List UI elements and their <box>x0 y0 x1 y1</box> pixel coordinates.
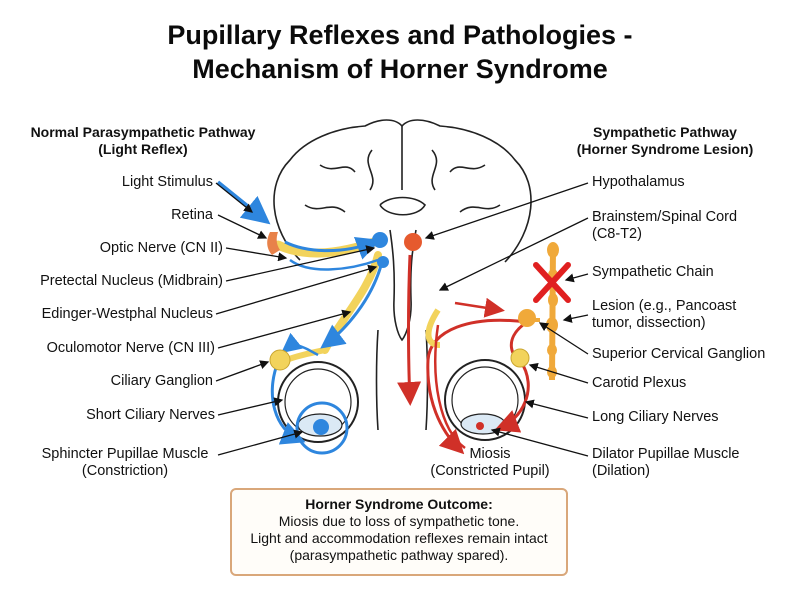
brain-outline <box>273 119 532 431</box>
label-miosis: Miosis (Constricted Pupil) <box>410 446 570 480</box>
sympathetic-pathway <box>397 233 536 455</box>
label-oculomotor-nerve: Oculomotor Nerve (CN III) <box>46 340 215 356</box>
label-dilator-pupillae: Dilator Pupillae Muscle (Dilation) <box>592 446 782 480</box>
right-eye <box>444 359 526 441</box>
label-sphincter-pupillae: Sphincter Pupillae Muscle (Constriction) <box>35 446 215 480</box>
ciliary-ganglion-right <box>510 348 530 368</box>
label-miosis-line-2: (Constricted Pupil) <box>430 463 550 479</box>
label-sympathetic-chain: Sympathetic Chain <box>592 264 714 280</box>
label-light-stimulus: Light Stimulus <box>121 174 213 190</box>
label-lesion-line-1: Lesion (e.g., Pancoast <box>592 298 737 314</box>
parasympathetic-pathway <box>216 180 389 445</box>
label-miosis-line-1: Miosis <box>469 446 511 462</box>
label-lesion-line-2: tumor, dissection) <box>592 315 706 331</box>
pretectal-nucleus-dot <box>372 232 388 248</box>
outcome-line-2: Light and accommodation reflexes remain … <box>250 530 548 546</box>
outcome-heading: Horner Syndrome Outcome: <box>305 496 493 512</box>
label-pretectal-nucleus: Pretectal Nucleus (Midbrain) <box>40 273 223 289</box>
label-optic-nerve: Optic Nerve (CN II) <box>99 240 223 256</box>
left-section-header: Normal Parasympathetic Pathway (Light Re… <box>18 124 268 158</box>
right-section-header: Sympathetic Pathway (Horner Syndrome Les… <box>560 124 770 158</box>
label-dilator-line-1: Dilator Pupillae Muscle <box>592 446 740 462</box>
label-sphincter-line-2: (Constriction) <box>81 463 169 479</box>
title-line-2: Mechanism of Horner Syndrome <box>192 54 608 84</box>
right-header-line-2: (Horner Syndrome Lesion) <box>576 141 754 157</box>
outcome-line-1: Miosis due to loss of sympathetic tone. <box>278 513 520 529</box>
label-brainstem-line-1: Brainstem/Spinal Cord <box>592 209 738 225</box>
label-lesion: Lesion (e.g., Pancoast tumor, dissection… <box>592 298 782 332</box>
label-sphincter-line-1: Sphincter Pupillae Muscle <box>41 446 209 462</box>
label-retina: Retina <box>171 207 213 223</box>
left-header-line-1: Normal Parasympathetic Pathway <box>30 124 256 140</box>
left-leader-lines <box>215 182 378 456</box>
left-header-line-2: (Light Reflex) <box>98 141 188 157</box>
label-superior-cervical-ganglion: Superior Cervical Ganglion <box>592 346 766 362</box>
outcome-box: Horner Syndrome Outcome: Miosis due to l… <box>230 488 568 576</box>
right-header-line-1: Sympathetic Pathway <box>593 124 737 140</box>
ciliary-ganglion-left <box>269 349 291 371</box>
hypothalamus-dot <box>404 233 422 251</box>
label-ciliary-ganglion: Ciliary Ganglion <box>110 373 213 389</box>
label-hypothalamus: Hypothalamus <box>592 174 685 190</box>
light-stimulus-arrow <box>216 180 271 225</box>
left-eye <box>277 361 359 455</box>
label-dilator-line-2: (Dilation) <box>592 463 651 479</box>
x-mark-icon <box>533 262 571 303</box>
label-edinger-westphal: Edinger-Westphal Nucleus <box>41 306 213 322</box>
right-leader-lines <box>424 182 589 457</box>
retina-marker <box>267 232 280 255</box>
outcome-line-3: (parasympathetic pathway spared). <box>289 547 509 563</box>
label-brainstem-spinal-cord: Brainstem/Spinal Cord (C8-T2) <box>592 209 782 243</box>
label-short-ciliary-nerves: Short Ciliary Nerves <box>86 407 215 423</box>
label-brainstem-line-2: (C8-T2) <box>592 226 642 242</box>
title-line-1: Pupillary Reflexes and Pathologies - <box>167 20 633 50</box>
label-carotid-plexus: Carotid Plexus <box>592 375 687 391</box>
edinger-westphal-dot <box>377 256 389 268</box>
label-long-ciliary-nerves: Long Ciliary Nerves <box>592 409 719 425</box>
page-title: Pupillary Reflexes and Pathologies - Mec… <box>0 18 800 86</box>
